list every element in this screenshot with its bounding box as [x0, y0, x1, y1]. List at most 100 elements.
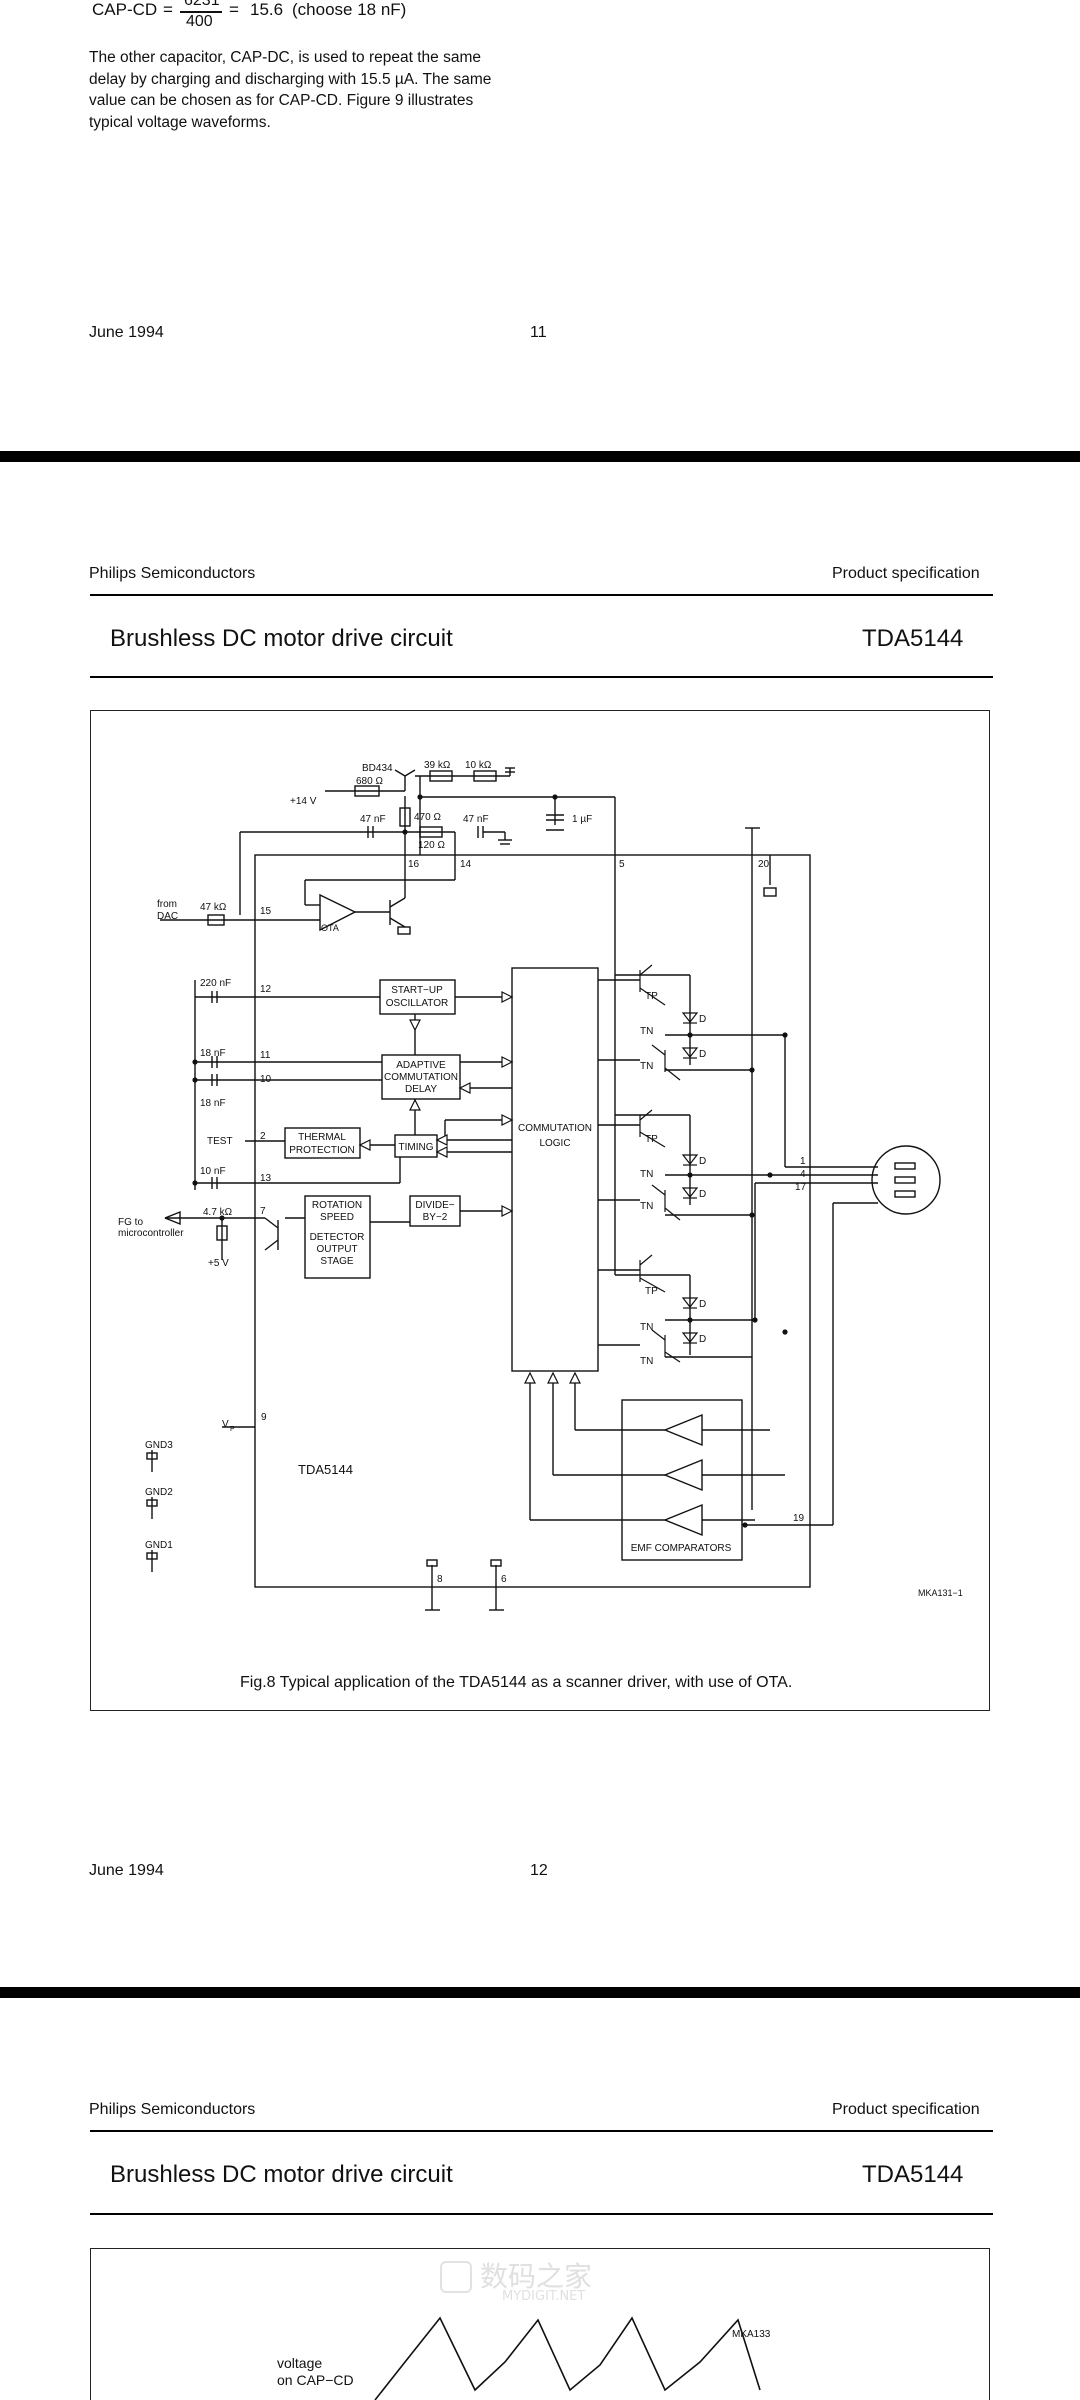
tn-label: TN [640, 1026, 653, 1037]
thermal-block-line: PROTECTION [289, 1145, 355, 1156]
doc-title: Brushless DC motor drive circuit [110, 625, 453, 652]
body-paragraph: The other capacitor, CAP-DC, is used to … [89, 47, 559, 133]
capacitor-label: 47 nF [360, 814, 386, 825]
formula-equals-2: = [229, 0, 239, 19]
left-capacitors [211, 991, 218, 1189]
gnd2-label: GND2 [145, 1487, 173, 1498]
test-label: TEST [207, 1136, 233, 1147]
watermark: 数码之家 MYDIGIT.NET [440, 2255, 640, 2305]
figure-caption: Fig.8 Typical application of the TDA5144… [240, 1674, 793, 1691]
figure-frame [90, 2248, 990, 2400]
diode-label: D [699, 1049, 706, 1060]
capacitor-label: 220 nF [200, 978, 231, 989]
header-doc-type: Product specification [832, 565, 980, 582]
emf-block: EMF COMPARATORS [631, 1543, 732, 1554]
rotation-block-line: OUTPUT [316, 1244, 357, 1255]
pin-12: 12 [260, 984, 272, 995]
tn-label: TN [640, 1061, 653, 1072]
pin-1: 1 [800, 1156, 806, 1167]
fraction-bar [180, 11, 222, 13]
driver-stage [639, 964, 699, 1363]
tn-label: TN [640, 1169, 653, 1180]
header-doc-type: Product specification [832, 2101, 980, 2118]
diode-label: D [699, 1334, 706, 1345]
ota-label: OTA [321, 923, 339, 933]
watermark-en: MYDIGIT.NET [502, 2289, 586, 2304]
logic-inputs [358, 991, 581, 1384]
pin-2: 2 [260, 1131, 266, 1142]
header-company: Philips Semiconductors [89, 2101, 256, 2118]
header-company: Philips Semiconductors [89, 565, 256, 582]
waveform-label-line: voltage [277, 2355, 323, 2371]
waveform-label-line: on CAP−CD [277, 2372, 354, 2388]
diode-label: D [699, 1299, 706, 1310]
page-number: 11 [530, 324, 547, 341]
tp-label: TP [645, 1134, 658, 1145]
pin-14: 14 [460, 859, 472, 870]
figure-frame [90, 710, 990, 1711]
pin-17: 17 [795, 1182, 807, 1193]
pin-8: 8 [437, 1574, 443, 1585]
gnd3-label: GND3 [145, 1440, 173, 1451]
adaptive-block-line: ADAPTIVE [396, 1060, 446, 1071]
pin-20: 20 [758, 859, 770, 870]
doc-title: Brushless DC motor drive circuit [110, 2161, 453, 2188]
header-rule [90, 2130, 993, 2132]
capacitor-label: 18 nF [200, 1048, 226, 1059]
tp-label: TP [645, 991, 658, 1002]
thermal-block-line: THERMAL [298, 1132, 346, 1143]
capacitor-label: 47 nF [463, 814, 489, 825]
footer-date: June 1994 [89, 324, 164, 341]
chip-label: TDA5144 [298, 1462, 353, 1477]
page-separator [0, 1987, 1080, 1998]
formula-lhs: CAP-CD [92, 0, 158, 19]
tn-label: TN [640, 1201, 653, 1212]
pin-19: 19 [793, 1513, 805, 1524]
tn-label: TN [640, 1356, 653, 1367]
paragraph-line: value can be chosen as for CAP-CD. Figur… [89, 92, 474, 109]
vp-label: V [222, 1419, 229, 1430]
divide-block-line: BY−2 [423, 1212, 448, 1223]
part-number: TDA5144 [862, 2161, 964, 2188]
vp-subscript: P [230, 1426, 235, 1433]
commutation-block-line: LOGIC [539, 1138, 570, 1149]
rotation-block-line: STAGE [320, 1256, 353, 1267]
startup-block-line: OSCILLATOR [386, 998, 448, 1009]
resistor-label: 4.7 kΩ [203, 1207, 233, 1218]
resistor-label: 120 Ω [418, 840, 445, 851]
formula-equals-1: = [163, 0, 173, 19]
diode-label: D [699, 1156, 706, 1167]
timing-block: TIMING [399, 1142, 434, 1153]
pin-16: 16 [408, 859, 420, 870]
from-label: from [157, 899, 177, 910]
title-rule [90, 2213, 993, 2215]
supply-label: +5 V [208, 1258, 229, 1269]
resistor-label: 39 kΩ [424, 760, 451, 771]
rotation-block-line: ROTATION [312, 1200, 362, 1211]
cap-cd-waveform [374, 2316, 761, 2400]
tp-label: TP [645, 1286, 658, 1297]
pin-9: 9 [261, 1412, 267, 1423]
figure-code: MKA133 [732, 2329, 771, 2340]
pin-11: 11 [260, 1050, 271, 1061]
figure-code: MKA131−1 [918, 1588, 963, 1598]
part-number: TDA5144 [862, 625, 964, 652]
resistor-label: 47 kΩ [200, 902, 227, 913]
capacitor-label: 10 nF [200, 1166, 226, 1177]
footer-date: June 1994 [89, 1862, 164, 1879]
diode-label: D [699, 1189, 706, 1200]
pin-7: 7 [260, 1206, 266, 1217]
formula-denominator: 400 [186, 13, 213, 30]
pin-13: 13 [260, 1173, 272, 1184]
rotation-block-line: DETECTOR [310, 1232, 365, 1243]
title-rule [90, 676, 993, 678]
diode-label: D [699, 1014, 706, 1025]
page-number: 12 [530, 1862, 548, 1879]
commutation-block-line: COMMUTATION [518, 1123, 592, 1134]
formula-result: 15.6 [250, 0, 284, 19]
pin-6: 6 [501, 1574, 507, 1585]
pin-4: 4 [800, 1169, 806, 1180]
supply-label: +14 V [290, 796, 317, 807]
